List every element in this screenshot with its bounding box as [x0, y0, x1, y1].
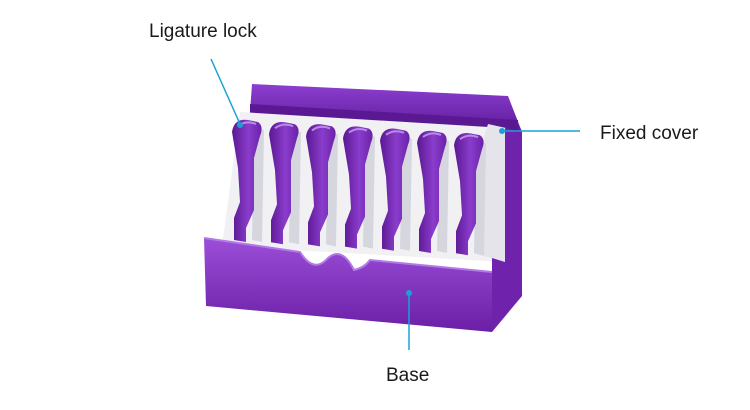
- fixed-cover-callout: [499, 128, 580, 134]
- ligature-lock-label: Ligature lock: [149, 21, 257, 42]
- ligature-locks: [232, 119, 486, 256]
- ligature-lock: [306, 124, 338, 247]
- base-label: Base: [386, 365, 430, 386]
- ligature-lock: [417, 130, 449, 253]
- ligature-lock: [343, 126, 375, 249]
- base: [204, 238, 492, 332]
- ligature-lock: [269, 121, 301, 245]
- base-top-edge: [203, 237, 493, 273]
- right-side-wall: [492, 128, 522, 332]
- ligature-lock: [380, 128, 412, 251]
- fixed-cover-label: Fixed cover: [600, 123, 699, 144]
- ligature-lock: [454, 132, 486, 256]
- base-callout: [406, 290, 412, 350]
- ligature-lock-callout: [210, 58, 243, 128]
